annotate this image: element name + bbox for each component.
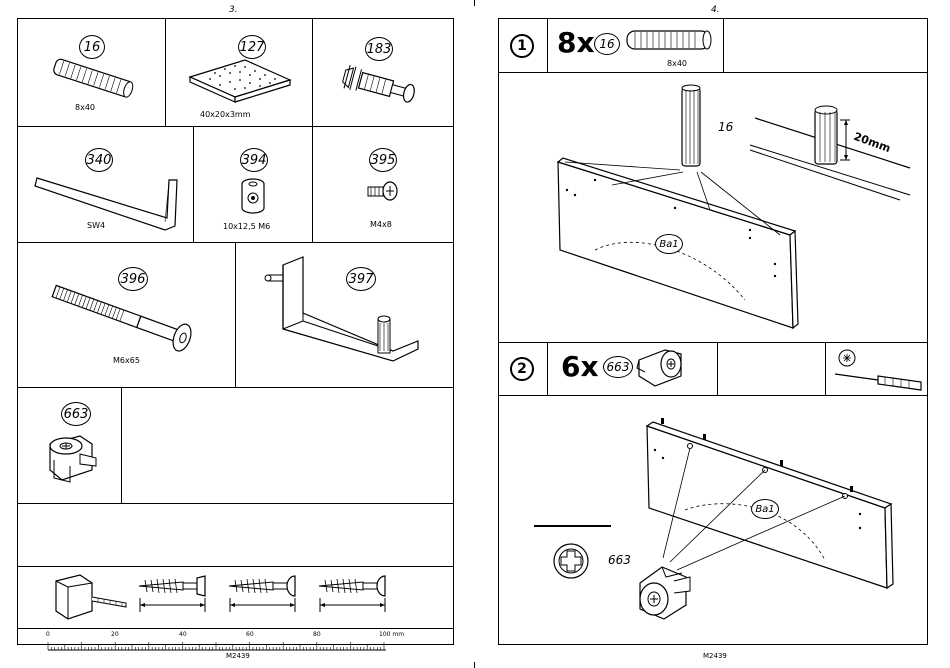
screw-icon: [135, 574, 215, 616]
empty-cell: [121, 387, 454, 504]
ruler-label: 0: [46, 631, 50, 638]
step-1-quantity: 8x: [557, 26, 595, 59]
step-2-callout: 663: [608, 553, 631, 567]
bolt-m6-icon: [50, 285, 205, 350]
step-2-quantity: 6x: [561, 350, 599, 383]
part-size-395: M4x8: [370, 220, 392, 229]
ruler-label: 40: [179, 631, 187, 638]
ruler-scale: [48, 637, 388, 651]
screwdriver-icon: [833, 348, 928, 394]
empty-row: [17, 503, 454, 567]
doc-code: M2439: [703, 652, 727, 660]
part-size-394: 10x12,5 M6: [223, 222, 270, 231]
cam-lock-icon: [635, 344, 695, 389]
screw-icon: [315, 574, 395, 616]
right-page: 4. 1 8x 16 8x40 16 Ba1: [475, 0, 950, 668]
step-2-empty-cell: [717, 342, 826, 396]
left-page: 3. 16 8x40 127 40: [0, 0, 475, 668]
cam-lock-icon: [40, 430, 100, 490]
step-1-part-ref: 16: [594, 33, 620, 55]
step-1-callout: 16: [718, 120, 733, 134]
cam-top-view-icon: [552, 542, 592, 580]
part-size-340: SW4: [87, 221, 105, 230]
part-ref-395: 395: [369, 148, 397, 172]
step-1-part-size: 8x40: [667, 59, 687, 68]
panel-label: Ba1: [655, 234, 683, 254]
part-size-16: 8x40: [75, 103, 95, 112]
part-ref-394: 394: [240, 148, 268, 172]
barrel-nut-icon: [238, 178, 268, 218]
doc-code: M2439: [226, 652, 250, 660]
ruler-label: 20: [111, 631, 119, 638]
screw-icon: [225, 574, 305, 616]
ruler-label: 100 mm: [379, 631, 404, 638]
part-ref-16: 16: [79, 35, 105, 59]
page-number: 4.: [711, 5, 720, 15]
ruler-label: 80: [313, 631, 321, 638]
ruler-label: 60: [246, 631, 254, 638]
cam-lock-icon: [630, 563, 700, 623]
step-2-number: 2: [510, 357, 534, 381]
detail-line: [534, 525, 611, 527]
part-ref-340: 340: [85, 148, 113, 172]
felt-pad-icon: [185, 55, 295, 105]
page-number: 3.: [229, 5, 238, 15]
step-1-number: 1: [510, 34, 534, 58]
part-ref-663: 663: [61, 402, 91, 426]
step-2-part-ref: 663: [603, 356, 633, 378]
dowel-icon: [623, 27, 718, 55]
dowel-icon: [48, 58, 143, 98]
bracket-icon: [258, 253, 428, 373]
part-size-127: 40x20x3mm: [200, 110, 251, 119]
part-size-396: M6x65: [113, 356, 140, 365]
cam-dowel-icon: [338, 65, 423, 110]
screw-m4-icon: [366, 180, 401, 205]
tape-measure-icon: [52, 573, 132, 623]
dowel-detail-view: [750, 100, 915, 205]
part-ref-183: 183: [365, 37, 393, 61]
